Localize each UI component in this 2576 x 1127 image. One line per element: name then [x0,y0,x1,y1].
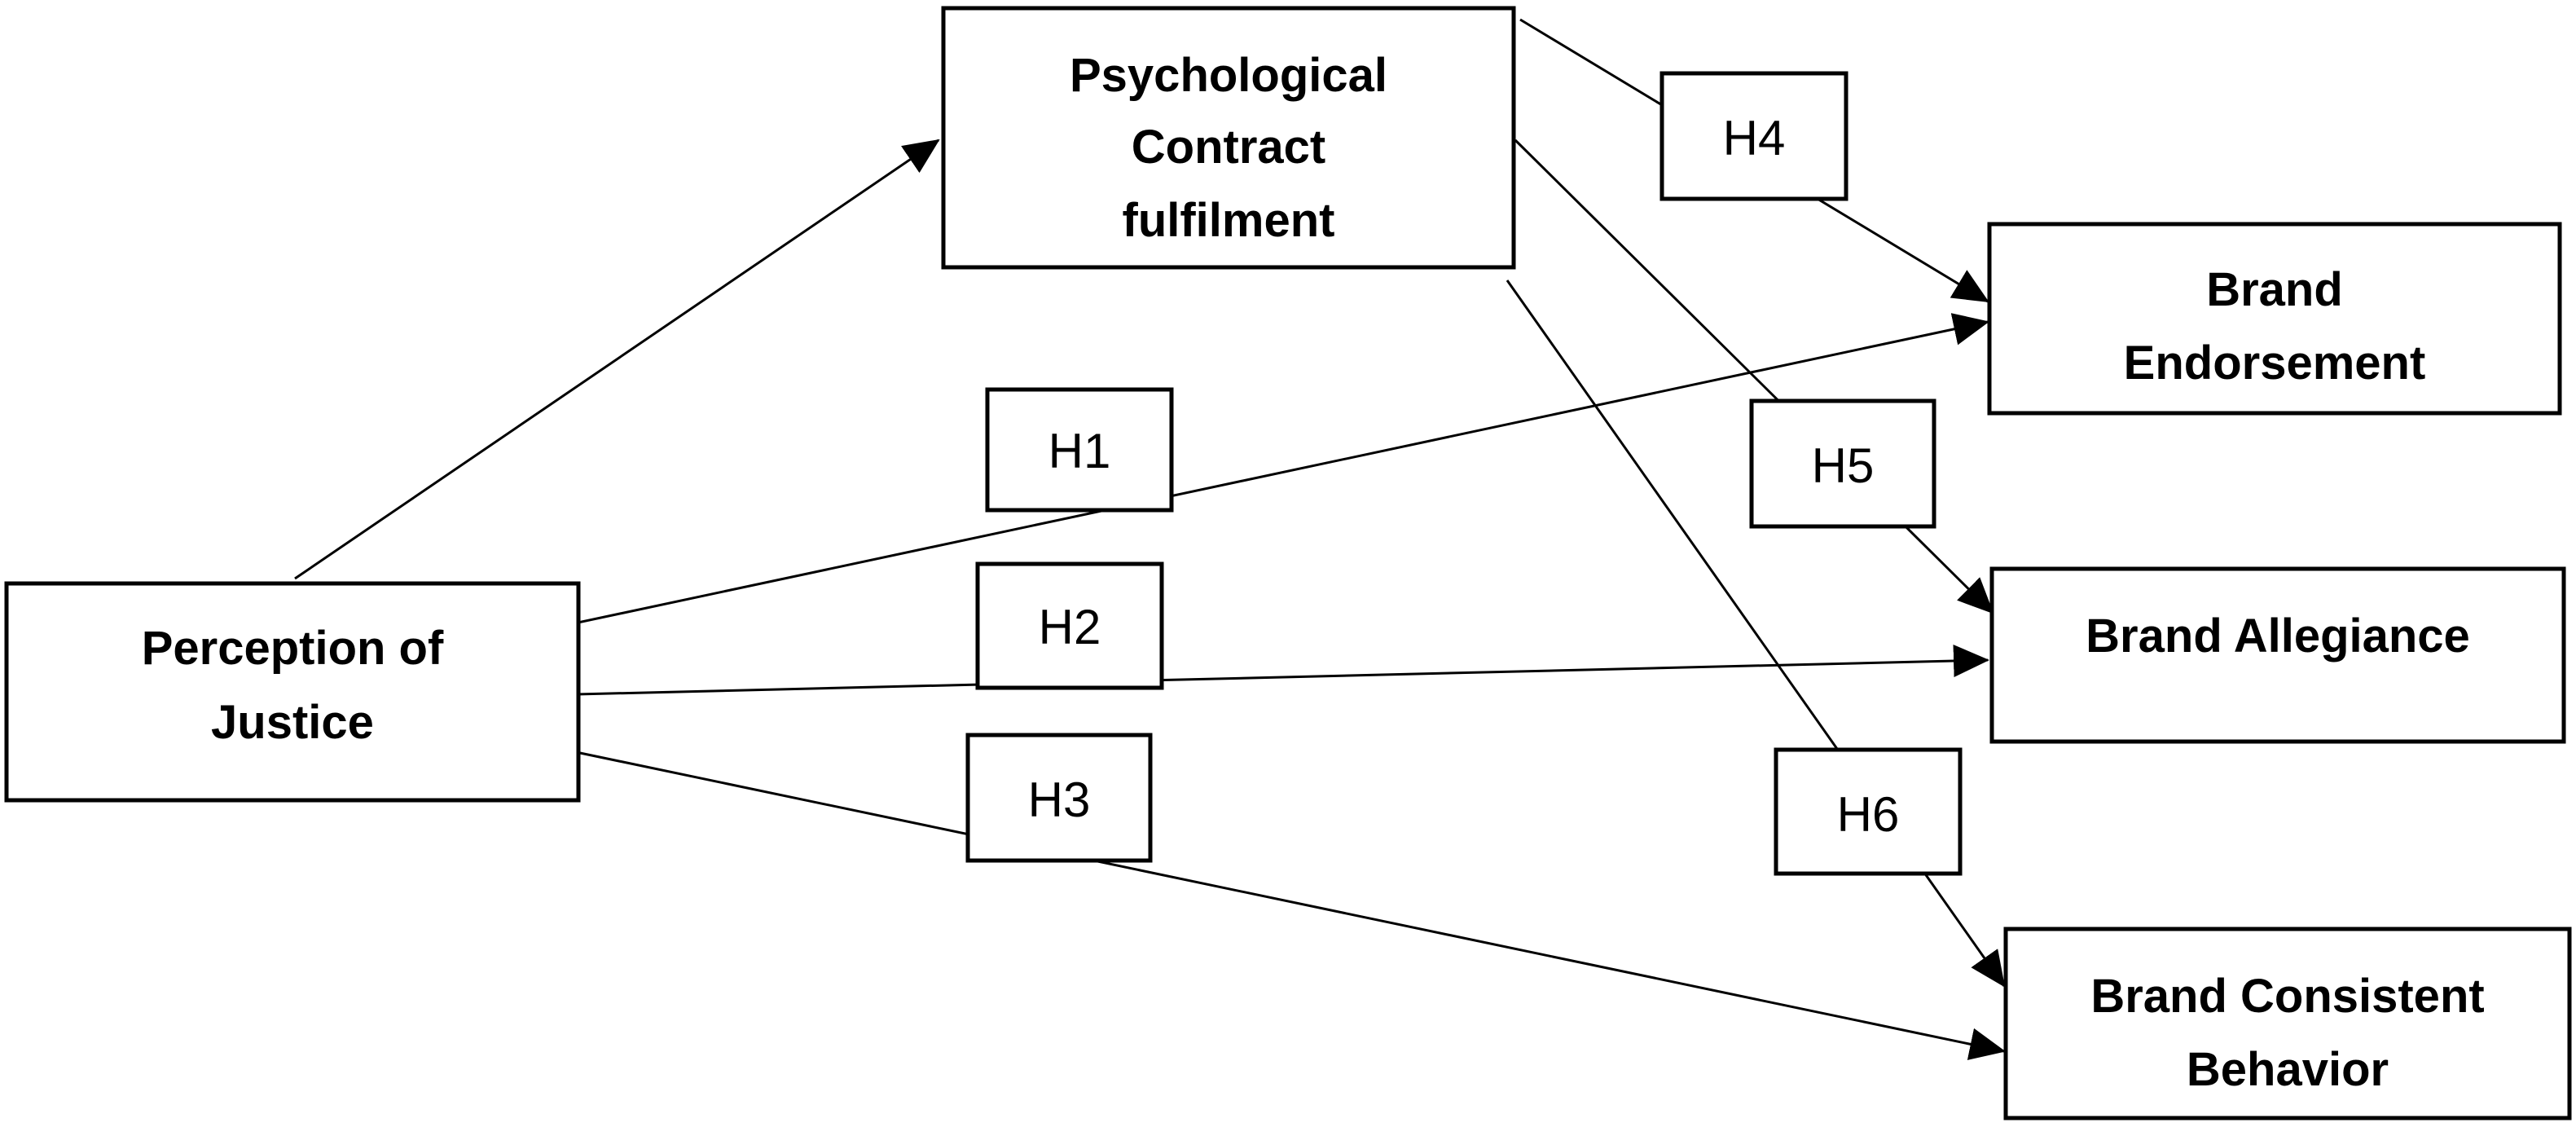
arrow-h1-justice-to-endorsement [569,313,1989,626]
arrow-h2-justice-to-allegiance [576,645,1989,696]
hypothesis-h1: H1 [985,387,1174,513]
node-brand-endorsement-line-2: Endorsement [2124,337,2426,390]
node-psychological-contract-line-1: Psychological [1070,49,1387,102]
node-brand-allegiance: Brand Allegiance [1989,566,2566,744]
hypothesis-h4: H4 [1659,71,1848,201]
hypothesis-h3: H3 [965,733,1153,863]
arrow-justice-to-psychological-contract [294,139,940,580]
node-psychological-contract-line-2: Contract [1132,121,1325,174]
hypothesis-h6: H6 [1774,747,1963,876]
node-perception-of-justice: Perception of Justice [4,581,581,803]
hypothesis-h2-label: H2 [1039,600,1101,654]
hypothesis-h5: H5 [1749,398,1936,529]
node-psychological-contract-fulfilment: Psychological Contract fulfilment [941,6,1516,270]
node-brand-consistent-behavior-line-1: Brand Consistent [2090,970,2484,1023]
arrow-h6-psychological-to-consistent-behavior [1506,280,2006,988]
node-perception-of-justice-line-2: Justice [211,696,374,749]
hypothesis-h1-label: H1 [1048,424,1111,478]
node-brand-endorsement-line-1: Brand [2206,263,2343,316]
node-brand-endorsement: Brand Endorsement [1987,222,2562,416]
node-perception-of-justice-line-1: Perception of [142,622,444,675]
node-brand-allegiance-line-1: Brand Allegiance [2086,610,2470,663]
node-psychological-contract-line-3: fulfilment [1123,194,1335,247]
arrow-h3-justice-to-consistent-behavior [579,751,2006,1060]
node-brand-consistent-behavior-line-2: Behavior [2187,1043,2389,1096]
hypothesis-h2: H2 [975,561,1164,690]
node-brand-consistent-behavior: Brand Consistent Behavior [2003,927,2572,1120]
hypothesis-h5-label: H5 [1812,438,1875,493]
hypothesis-h3-label: H3 [1028,773,1091,827]
hypothesis-h4-label: H4 [1723,111,1786,165]
arrow-h5-psychological-to-allegiance [1514,139,1994,614]
hypothesis-h6-label: H6 [1837,787,1900,842]
